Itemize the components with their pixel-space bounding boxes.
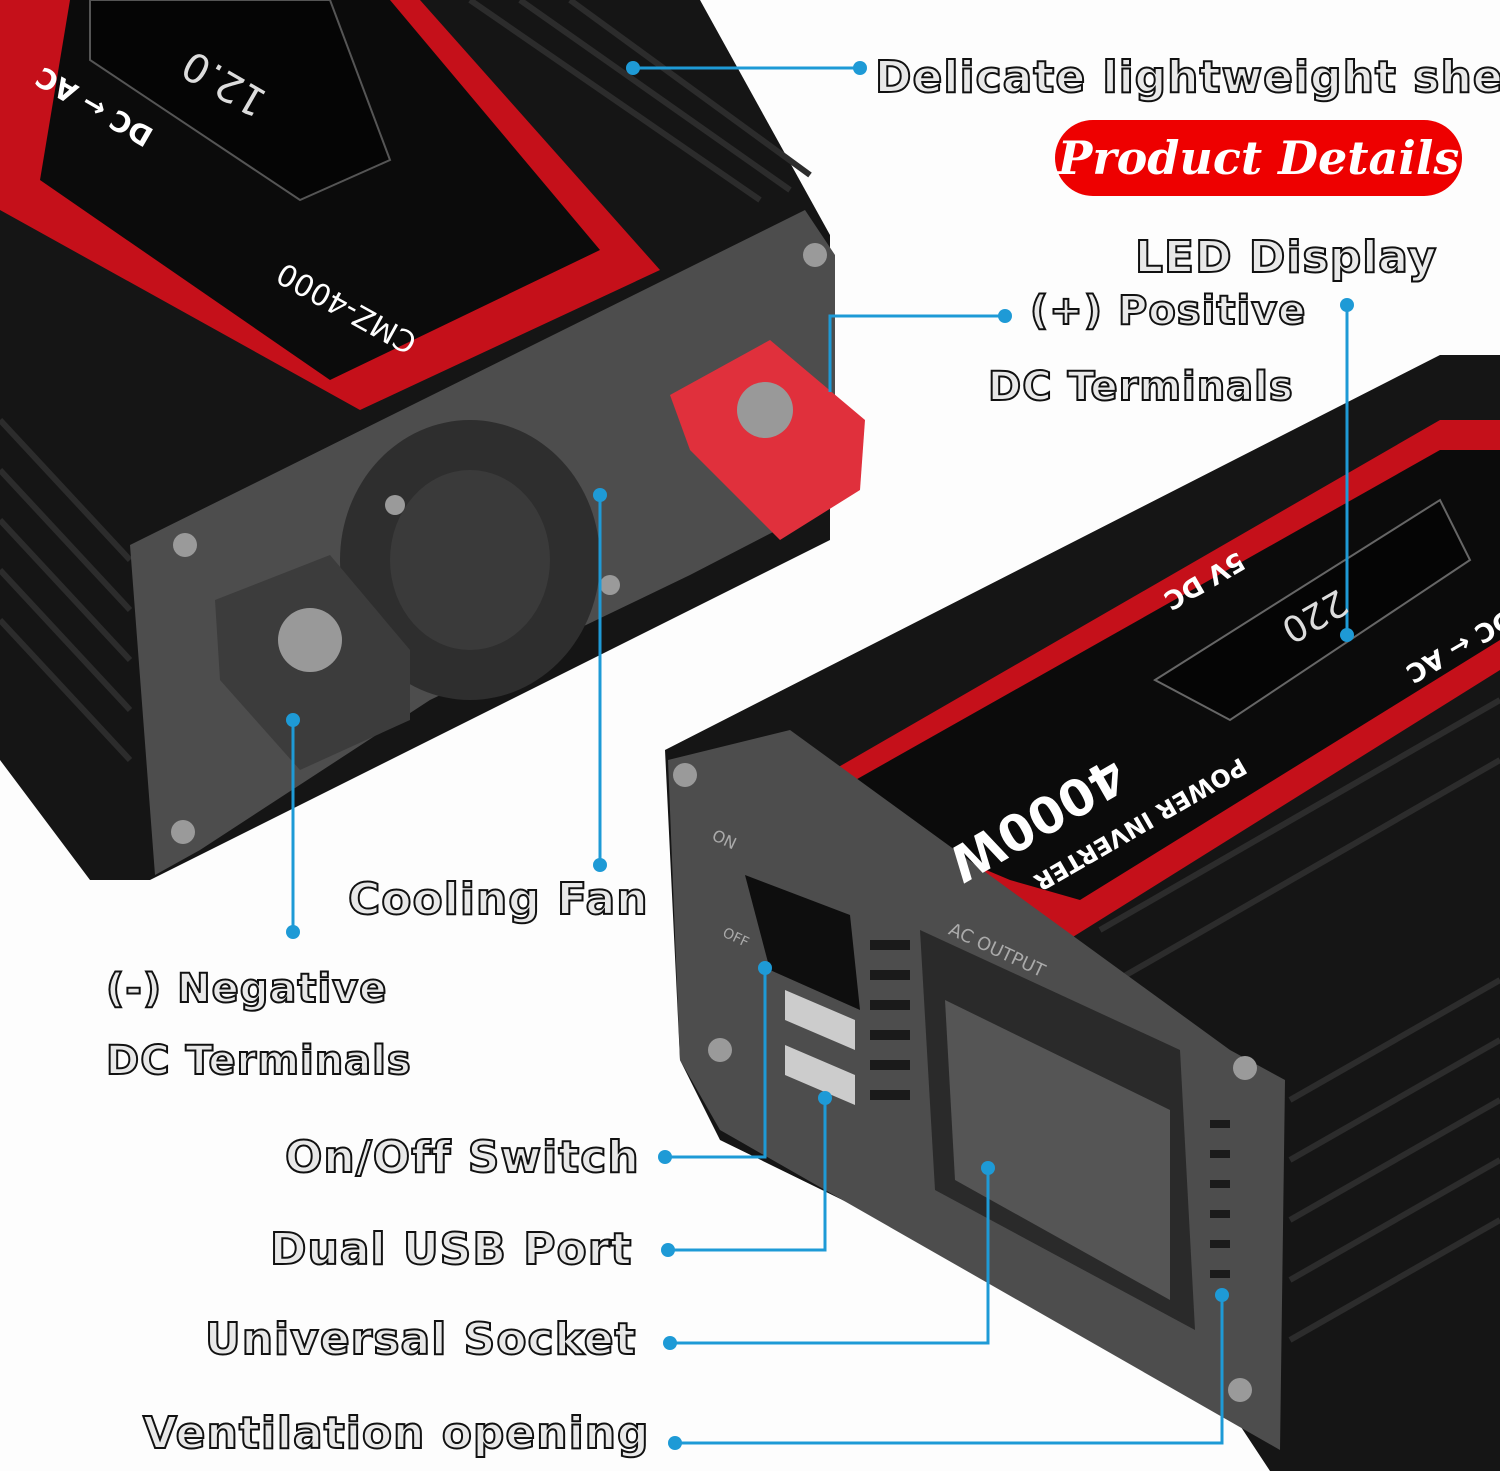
callout-switch: On/Off Switch: [284, 1131, 640, 1184]
callout-dots: [286, 61, 1354, 1450]
on-off-switch: [745, 875, 860, 1010]
callout-shell: Delicate lightweight shell: [874, 51, 1500, 104]
product-details-badge: Product Details: [1055, 120, 1462, 196]
ventilation-slots: [870, 940, 1230, 1278]
callout-socket: Universal Socket: [204, 1313, 637, 1366]
callout-negative-line2: DC Terminals: [105, 1037, 412, 1085]
left-inverter: [0, 0, 865, 880]
positive-terminal: [670, 340, 865, 540]
callout-cooling-fan: Cooling Fan: [347, 873, 649, 926]
right-inverter: [665, 355, 1500, 1471]
callout-positive-line2: DC Terminals: [987, 363, 1294, 411]
callout-usb: Dual USB Port: [269, 1223, 633, 1276]
usb-port-1: [785, 990, 855, 1050]
callout-led-display: LED Display: [1134, 231, 1438, 284]
usb-port-2: [785, 1045, 855, 1105]
callout-ventilation: Ventilation opening: [142, 1407, 650, 1460]
callout-negative-line1: (-) Negative: [105, 965, 388, 1013]
led-display-screen: [1153, 498, 1472, 722]
callout-lines: [291, 66, 1349, 1445]
callout-positive-line1: (+) Positive: [1029, 287, 1307, 335]
